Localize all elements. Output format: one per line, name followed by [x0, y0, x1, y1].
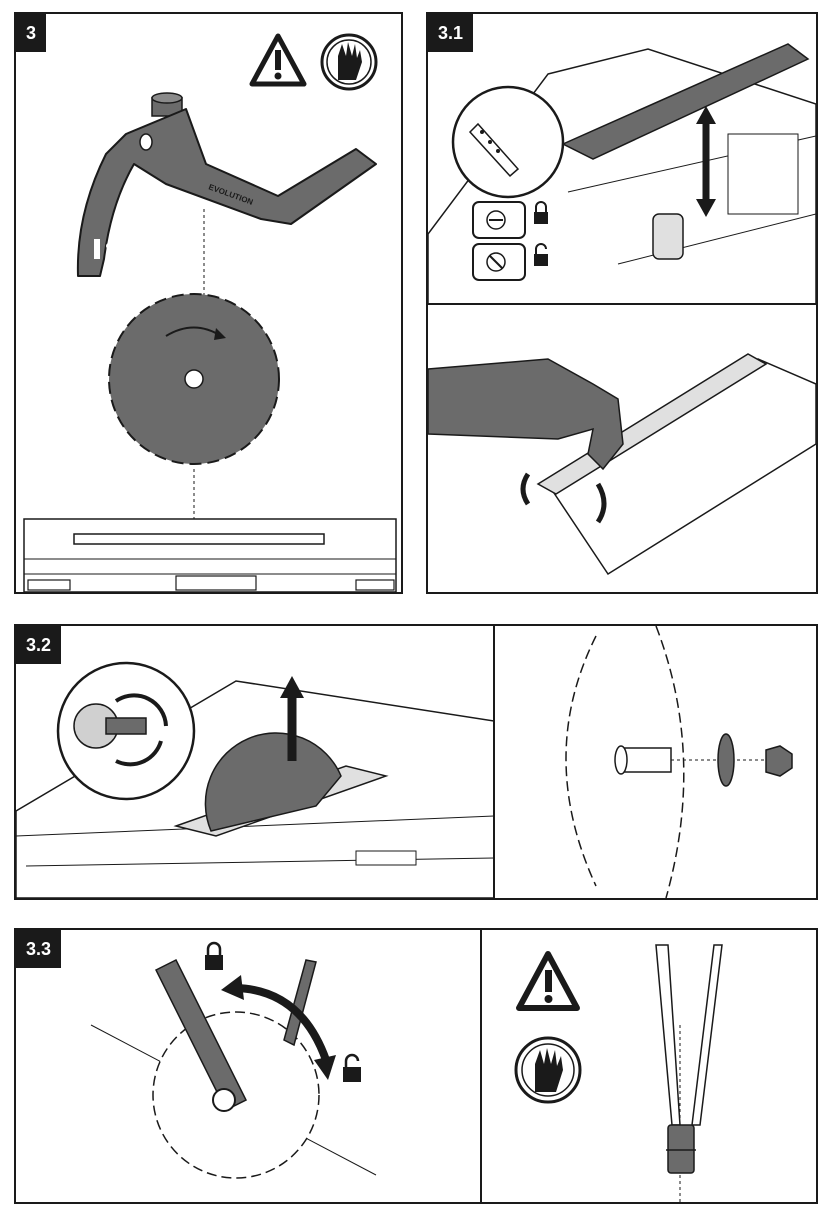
blade-exploded-view: [566, 626, 792, 898]
saw-table: [24, 519, 396, 592]
hand-lifting-plate: [428, 314, 816, 592]
gloves-icon: [322, 35, 376, 89]
warning-triangle-icon: [519, 954, 577, 1008]
panel-step-3-3: 3.3: [14, 928, 818, 1204]
warning-triangle-icon: [252, 36, 304, 84]
step-3-1-illustration: [428, 14, 816, 592]
panel-step-3-1: 3.1: [426, 12, 818, 594]
riving-knife-guard: EVOLUTION: [78, 93, 376, 276]
wrench-side-view: [656, 945, 722, 1202]
padlock-locked-icon: [205, 943, 223, 970]
step-3-illustration: EVOLUTION: [16, 14, 401, 592]
step-badge-3-1: 3.1: [428, 14, 473, 52]
step-badge-3: 3: [16, 14, 46, 52]
detail-magnifier: [453, 87, 563, 197]
saw-blade: [109, 294, 279, 464]
step-badge-3-2: 3.2: [16, 626, 61, 664]
padlock-unlocked-icon: [343, 1055, 361, 1082]
step-3-2-illustration: [16, 626, 816, 898]
step-badge-3-3: 3.3: [16, 930, 61, 968]
panel-step-3: 3 EVOLUTION: [14, 12, 403, 594]
panel-step-3-2: 3.2: [14, 624, 818, 900]
gloves-icon: [516, 1038, 580, 1102]
arbor-magnifier: [58, 663, 194, 799]
wrench-blade-diagram: [91, 943, 376, 1178]
step-3-3-illustration: [16, 930, 816, 1202]
